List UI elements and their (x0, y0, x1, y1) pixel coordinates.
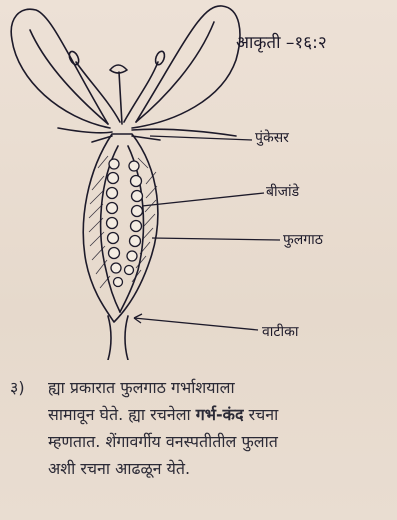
anther-right (154, 50, 166, 66)
ovule (108, 173, 119, 184)
question-line-2: सामावून घेते. ह्या रचनेला गर्भ-कंद रचना (48, 401, 388, 428)
ovule (130, 236, 141, 247)
callout-seed: बीजांडे (266, 182, 299, 201)
anther-left (67, 50, 80, 66)
ovules (107, 159, 143, 287)
line2-post: रचना (249, 405, 279, 424)
left-petal (11, 9, 110, 128)
callout-style: वाटीका (262, 322, 298, 341)
left-petal-inner (30, 30, 108, 124)
question-text: ह्या प्रकारात फुलगाठ गर्भाशयाला सामावून … (48, 374, 388, 482)
leader-ovary (152, 238, 280, 240)
question-number: ३) (10, 374, 25, 401)
leader-style (134, 318, 258, 330)
ovule (131, 221, 142, 232)
sepal-left (58, 128, 112, 133)
question-line-4: अशी रचना आढळून येते. (48, 455, 388, 482)
ovule (111, 263, 121, 273)
ovary-inner (101, 146, 120, 312)
stalk-right (125, 316, 128, 360)
ovule (131, 176, 142, 187)
ovule (132, 206, 143, 217)
ovule (129, 161, 139, 171)
right-petal-inner (136, 22, 214, 122)
right-petal (132, 6, 240, 128)
ovule (127, 251, 137, 261)
stamen-left (76, 62, 120, 122)
ovule (132, 191, 143, 202)
question-line-1: ह्या प्रकारात फुलगाठ गर्भाशयाला (48, 374, 388, 401)
ovule (109, 159, 119, 169)
ovule (107, 188, 118, 199)
ovule (107, 218, 118, 229)
figure-label: आकृती –१६:२ (236, 30, 327, 53)
ovule (125, 266, 134, 275)
line2-pre: सामावून घेते. ह्या रचनेला (48, 405, 191, 424)
callout-stamen: पुंकेसर (255, 128, 289, 147)
line2-bold-term: गर्भ-कंद (196, 405, 244, 424)
ovule (107, 203, 118, 214)
flower-diagram (0, 0, 397, 360)
ovule (108, 233, 119, 244)
ovule (109, 248, 120, 259)
leader-stamen (150, 136, 252, 140)
ovary-wall (83, 134, 158, 322)
ovule (114, 278, 123, 287)
central-style (119, 72, 122, 124)
sepal-right (132, 129, 236, 136)
leader-seed (142, 193, 264, 206)
callout-ovary: फुलगाठ (283, 230, 323, 249)
stalk (108, 316, 111, 360)
question-line-3: म्हणतात. शेंगावर्गीय वनस्पतीतील फुलात (48, 428, 388, 455)
